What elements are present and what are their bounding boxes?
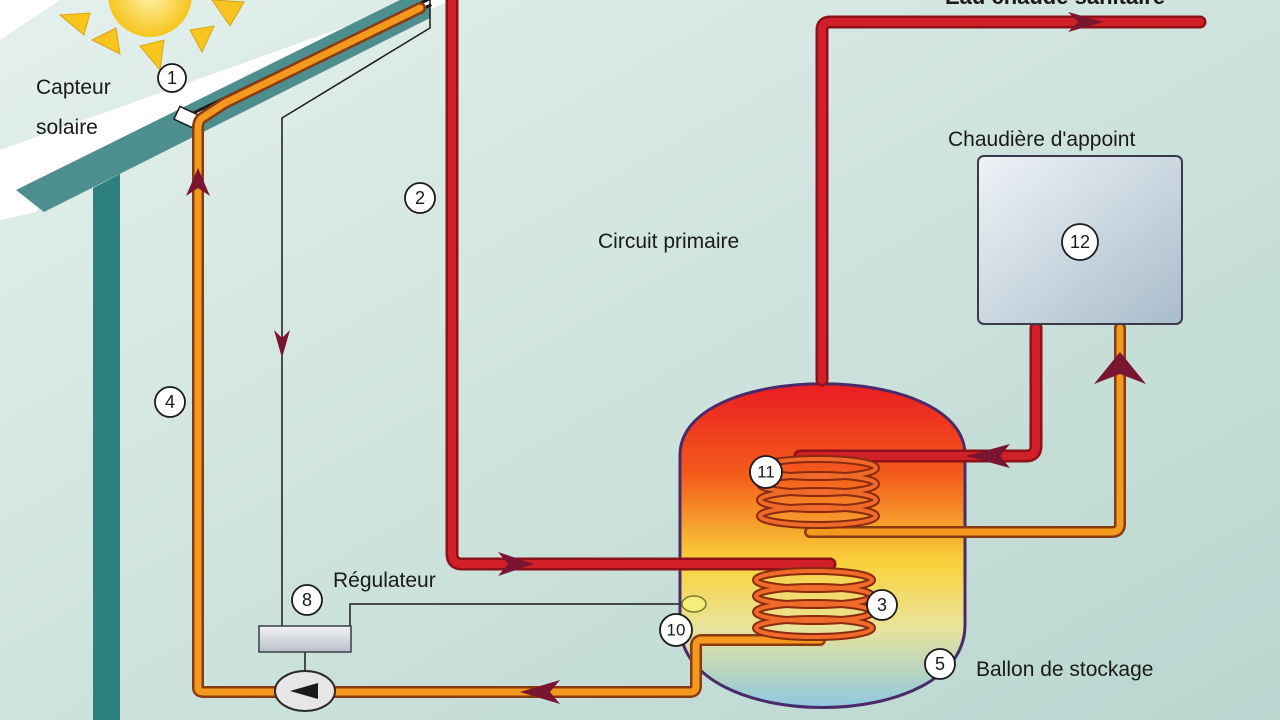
svg-text:10: 10 — [667, 621, 686, 640]
circuit-label: Circuit primaire — [598, 230, 739, 253]
svg-text:8: 8 — [302, 590, 312, 610]
text-labels: Eau chaude sanitaire Capteur solaire Cha… — [36, 0, 1165, 681]
tank-label: Ballon de stockage — [976, 658, 1153, 681]
storage-tank — [678, 382, 967, 709]
regulator-label: Régulateur — [333, 569, 436, 592]
marker-11: 11 — [749, 455, 783, 489]
marker-4: 4 — [154, 386, 186, 418]
collector-flow-pipe — [448, 0, 834, 568]
arrow-up-solar-return — [186, 168, 210, 196]
svg-text:4: 4 — [165, 392, 175, 412]
solar-return-pipe — [194, 99, 824, 696]
svg-text:5: 5 — [935, 654, 945, 674]
boiler-label: Chaudière d'appoint — [948, 128, 1135, 151]
hot-water-outlet-pipe — [818, 18, 1204, 384]
sensor-wire-collector — [281, 0, 431, 628]
flow-arrows — [186, 12, 1146, 704]
arrow-right-collector-flow — [498, 552, 534, 576]
svg-text:2: 2 — [415, 188, 425, 208]
arrow-left-boiler-flow — [966, 444, 1010, 468]
collector-absorber-pipe — [221, 4, 424, 107]
wire-arrow — [274, 330, 290, 358]
svg-text:12: 12 — [1070, 232, 1090, 252]
marker-8: 8 — [291, 584, 323, 616]
marker-1: 1 — [157, 63, 187, 93]
arrow-left-solar-return — [520, 680, 560, 704]
sensor-wire-tank — [349, 603, 684, 628]
tank-temperature-sensor — [681, 595, 707, 613]
sun-icon — [58, 0, 245, 72]
collector-label-line2: solaire — [36, 116, 98, 139]
marker-2: 2 — [404, 182, 436, 214]
svg-text:1: 1 — [167, 68, 177, 88]
marker-5: 5 — [924, 648, 956, 680]
hot-water-label-partial: Eau chaude sanitaire — [945, 0, 1165, 9]
arrow-up-boiler-return — [1094, 352, 1146, 384]
svg-text:3: 3 — [877, 595, 887, 615]
boiler-flow-pipe — [796, 324, 1040, 460]
hot-pipes — [445, 0, 1207, 571]
marker-12: 12 — [1061, 223, 1099, 261]
arrow-right-hot-water — [1068, 12, 1104, 32]
marker-10: 10 — [659, 613, 693, 647]
marker-3: 3 — [866, 589, 898, 621]
boiler-return-pipe — [806, 324, 1124, 536]
svg-text:11: 11 — [757, 463, 775, 482]
circulation-pump — [274, 670, 336, 712]
regulator-box — [258, 625, 352, 653]
pump-direction-icon — [290, 683, 318, 699]
collector-label-line1: Capteur — [36, 76, 111, 99]
numbered-markers: 1 2 4 8 10 3 5 11 12 — [154, 63, 1099, 680]
cool-pipes — [192, 2, 1126, 698]
house-wall — [93, 174, 120, 720]
